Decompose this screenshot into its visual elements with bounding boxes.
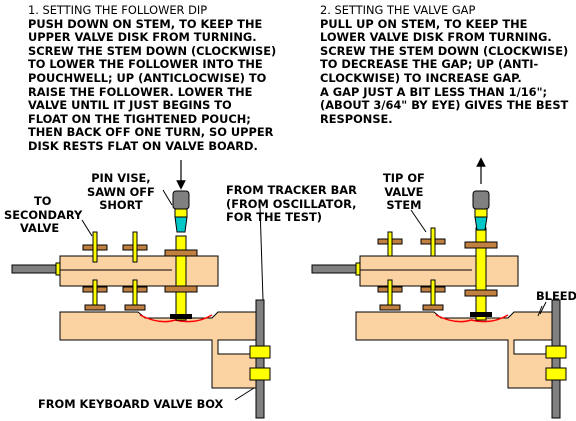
label-secondary-valve: TO SECONDARY VALVE [4,194,83,236]
secondary-tube [11,264,61,274]
upper-valve-board-right [359,255,519,287]
instruction-line: POUCHWELL; UP (ANTICLOCWISE) TO [28,70,267,85]
bleed-tube [551,299,561,419]
right-assembly [311,157,567,419]
main-valve-right [464,227,498,321]
instruction-line: LOWER VALVE DISK FROM TURNING. [320,30,552,45]
instruction-line: A GAP JUST A BIT LESS THAN 1/16"; [320,84,548,99]
instruction-line: RESPONSE. [320,111,393,126]
instruction-line: VALVE UNTIL IT JUST BEGINS TO [28,98,232,113]
left-instructions: 1. SETTING THE FOLLOWER DIP PUSH DOWN ON… [28,3,277,154]
instruction-line: UPPER VALVE DISK FROM TURNING. [28,30,257,45]
side-valve-4 [420,227,446,311]
upper-valve-board [59,255,219,287]
leader-lines [81,189,543,401]
secondary-tube-right [311,264,361,274]
instruction-line: DISK RESTS FLAT ON VALVE BOARD. [28,138,258,153]
pouch-right [435,314,509,323]
instruction-line: SCREW THE STEM DOWN (CLOCKWISE) [28,43,277,58]
instruction-line: (ABOUT 3/64" BY EYE) GIVES THE BEST [320,98,569,113]
instruction-line: THEN BACK OFF ONE TURN, SO UPPER [28,125,274,140]
main-valve-left [164,235,198,321]
label-pin-vise: PIN VISE, SAWN OFF SHORT [87,171,155,213]
instruction-line: CLOCKWISE) TO INCREASE GAP. [320,70,522,85]
instruction-line: PUSH DOWN ON STEM, TO KEEP THE [28,16,263,31]
side-valve-1 [82,231,108,311]
instruction-line: TO LOWER THE FOLLOWER INTO THE [28,57,263,72]
label-tip-of-valve-stem: TIP OF VALVE STEM [383,171,425,213]
side-valve-2 [122,231,148,311]
side-valve-3 [377,231,403,311]
instruction-line: SCREW THE STEM DOWN (CLOCKWISE) [320,43,569,58]
label-tracker-bar: FROM TRACKER BAR (FROM OSCILLATOR, FOR T… [226,183,357,225]
pin-vise-icon [172,190,190,233]
pouch [139,314,213,323]
pouch-board-right [355,311,559,389]
label-keyboard-valve-box: FROM KEYBOARD VALVE BOX [38,397,224,411]
right-heading: 2. SETTING THE VALVE GAP [320,3,476,17]
left-assembly [11,160,271,419]
right-instructions: 2. SETTING THE VALVE GAP PULL UP ON STEM… [320,3,569,127]
pouch-board [59,311,263,389]
instruction-line: PULL UP ON STEM, TO KEEP THE [320,16,528,31]
left-heading: 1. SETTING THE FOLLOWER DIP [28,3,208,17]
instruction-line: FLOAT ON THE TIGHTENED POUCH; [28,111,251,126]
pin-vise-icon-right [472,190,490,231]
instruction-line: TO DECREASE THE GAP; UP (ANTI- [320,57,539,72]
label-bleed: BLEED [536,289,576,303]
tracker-tube [255,299,265,419]
instruction-line: RAISE THE FOLLOWER. LOWER THE [28,84,253,99]
